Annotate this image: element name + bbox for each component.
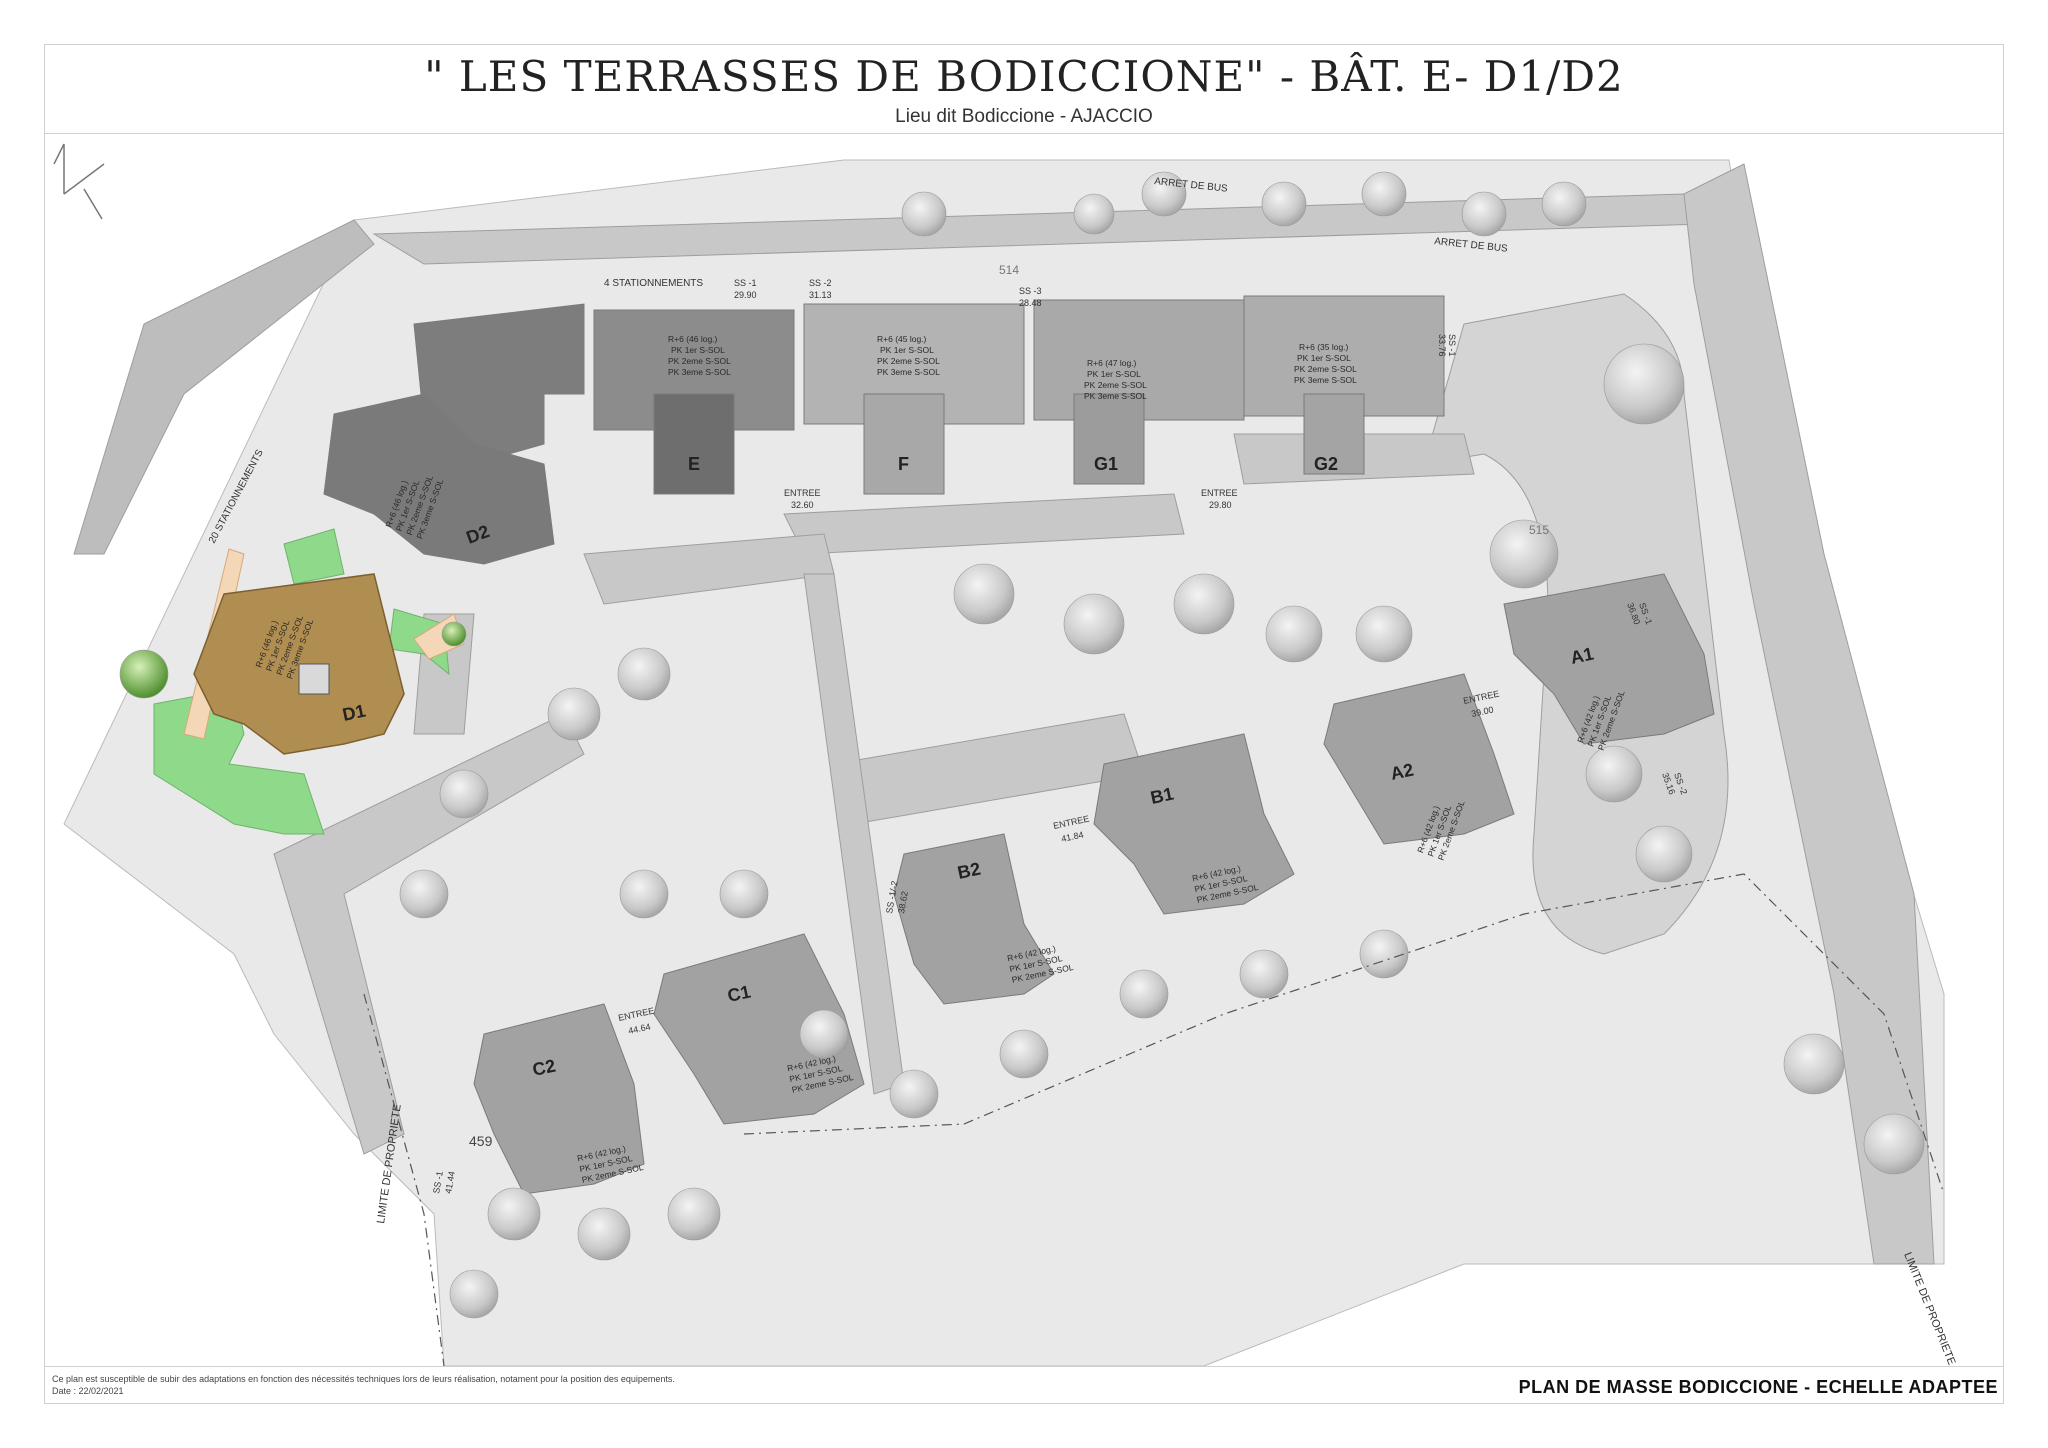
basement-level: 31.13 xyxy=(809,290,832,300)
road-number-right: 515 xyxy=(1529,523,1549,537)
basement-level: 41.44 xyxy=(443,1170,457,1194)
svg-text:R+6 (45 log.): R+6 (45 log.) xyxy=(877,334,927,344)
svg-text:PK 2eme S-SOL: PK 2eme S-SOL xyxy=(1294,364,1357,374)
svg-text:PK 1er S-SOL: PK 1er S-SOL xyxy=(1297,353,1351,363)
svg-text:PK 2eme S-SOL: PK 2eme S-SOL xyxy=(1084,380,1147,390)
svg-text:R+6 (35 log.): R+6 (35 log.) xyxy=(1299,342,1349,352)
basement-level: 29.90 xyxy=(734,290,757,300)
basement-label: SS -1 xyxy=(734,278,757,288)
parking-top-label: 4 STATIONNEMENTS xyxy=(604,278,703,289)
entrance-level: 39.00 xyxy=(1470,704,1494,718)
buildings-south xyxy=(473,573,1715,1195)
basement-label: SS -1 xyxy=(431,1170,445,1194)
lot-number: 459 xyxy=(469,1133,493,1149)
basement-label: SS -2 xyxy=(809,278,832,288)
svg-text:PK 1er S-SOL: PK 1er S-SOL xyxy=(671,345,725,355)
building-info-e: R+6 (46 log.) PK 1er S-SOL PK 2eme S-SOL… xyxy=(668,334,731,377)
building-label-b1: B1 xyxy=(1149,784,1176,808)
building-label-c1: C1 xyxy=(726,982,753,1006)
entrance-level: 41.84 xyxy=(1060,829,1084,843)
property-limit-lines xyxy=(363,873,1945,1367)
building-label-a1: A1 xyxy=(1569,644,1596,668)
drawing-frame xyxy=(44,44,2004,1404)
entrance-label: ENTREE xyxy=(784,488,821,498)
road-number-top: 514 xyxy=(999,263,1019,277)
building-label-b2: B2 xyxy=(956,859,983,883)
svg-text:R+6 (46 log.): R+6 (46 log.) xyxy=(668,334,718,344)
page-subtitle: Lieu dit Bodiccione - AJACCIO xyxy=(895,106,1153,127)
svg-text:PK 2eme S-SOL: PK 2eme S-SOL xyxy=(877,356,940,366)
basement-label: SS -3 xyxy=(1019,286,1042,296)
disclaimer-text: Ce plan est susceptible de subir des ada… xyxy=(52,1374,675,1396)
svg-text:PK 2eme S-SOL: PK 2eme S-SOL xyxy=(668,356,731,366)
building-label-c2: C2 xyxy=(531,1056,558,1080)
entrance-level: 44.64 xyxy=(627,1021,651,1035)
footer: Ce plan est susceptible de subir des ada… xyxy=(44,1366,2004,1404)
building-label-g2: G2 xyxy=(1314,454,1338,474)
building-label-f: F xyxy=(898,454,909,474)
svg-text:PK 3eme S-SOL: PK 3eme S-SOL xyxy=(1294,375,1357,385)
building-info-g1: R+6 (47 log.) PK 1er S-SOL PK 2eme S-SOL… xyxy=(1084,358,1147,401)
buildings-north xyxy=(323,295,1445,565)
plan-date: Date : 22/02/2021 xyxy=(52,1386,124,1396)
entrance-level: 29.80 xyxy=(1209,500,1232,510)
svg-text:PK 1er S-SOL: PK 1er S-SOL xyxy=(1087,369,1141,379)
entrance-level: 32.60 xyxy=(791,500,814,510)
building-info-f: R+6 (45 log.) PK 1er S-SOL PK 2eme S-SOL… xyxy=(877,334,940,377)
north-arrow-icon xyxy=(53,143,105,220)
site-plan: 4 STATIONNEMENTS 20 STATIONNEMENTS ARRET… xyxy=(44,134,2004,1367)
svg-text:PK 3eme S-SOL: PK 3eme S-SOL xyxy=(668,367,731,377)
basement-level: 33.76 xyxy=(1437,334,1447,357)
svg-text:PK 1er S-SOL: PK 1er S-SOL xyxy=(880,345,934,355)
trees xyxy=(119,171,1925,1319)
entrance-label: ENTREE xyxy=(1201,488,1238,498)
svg-text:R+6 (47 log.): R+6 (47 log.) xyxy=(1087,358,1137,368)
building-label-g1: G1 xyxy=(1094,454,1118,474)
basement-level: 38.62 xyxy=(896,890,910,914)
svg-text:PK 3eme S-SOL: PK 3eme S-SOL xyxy=(1084,391,1147,401)
basement-label: SS -1 xyxy=(1447,334,1457,357)
building-info-g2: R+6 (35 log.) PK 1er S-SOL PK 2eme S-SOL… xyxy=(1294,342,1357,385)
page-title: " LES TERRASSES DE BODICCIONE" - BÂT. E-… xyxy=(424,52,1624,101)
svg-text:PK 3eme S-SOL: PK 3eme S-SOL xyxy=(877,367,940,377)
building-label-e: E xyxy=(688,454,700,474)
title-block: " LES TERRASSES DE BODICCIONE" - BÂT. E-… xyxy=(44,44,2004,134)
d1-core xyxy=(298,663,330,695)
scale-label: PLAN DE MASSE BODICCIONE - ECHELLE ADAPT… xyxy=(1518,1377,1998,1397)
building-label-a2: A2 xyxy=(1389,760,1416,784)
basement-level: 28.48 xyxy=(1019,298,1042,308)
building-label-d1: D1 xyxy=(341,701,368,725)
property-limit-right-label: LIMITE DE PROPRIETE xyxy=(1901,1251,1957,1366)
